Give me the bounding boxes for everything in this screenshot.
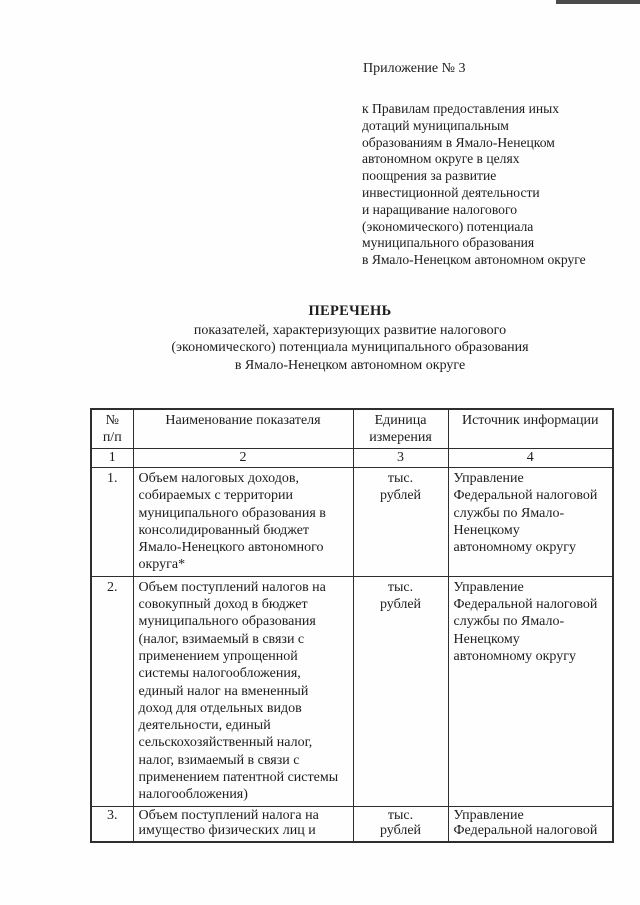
column-number: 4 <box>447 448 614 468</box>
scan-artifact-mark <box>556 0 640 4</box>
indicator-cell: Объем налоговых доходов, собираемых с те… <box>132 467 354 577</box>
column-number-row: 1 2 3 4 <box>90 448 614 468</box>
indicators-table: № п/п Наименование показателя Единица из… <box>90 408 614 843</box>
appendix-paragraph: к Правилам предоставления иных дотаций м… <box>362 101 586 268</box>
indicator-cell: Объем поступлений налога на имущество фи… <box>132 805 354 843</box>
table-row: 1. Объем налоговых доходов, собираемых с… <box>90 467 614 577</box>
row-number-cell: 1. <box>90 467 134 577</box>
unit-cell: тыс. рублей <box>352 575 449 807</box>
header-cell-num: № п/п <box>90 408 134 449</box>
appendix-label: Приложение № 3 <box>363 61 466 76</box>
document-title-block: ПЕРЕЧЕНЬ показателей, характеризующих ра… <box>88 303 612 374</box>
unit-cell: тыс. рублей <box>352 805 449 843</box>
column-number: 3 <box>352 448 449 468</box>
table-row: 2. Объем поступлений налогов на совокупн… <box>90 575 614 807</box>
row-number-cell: 2. <box>90 575 134 807</box>
table-header-row: № п/п Наименование показателя Единица из… <box>90 408 614 449</box>
header-cell-unit: Единица измерения <box>352 408 449 449</box>
source-cell: Управление Федеральной налоговой <box>447 805 614 843</box>
row-number-cell: 3. <box>90 805 134 843</box>
header-cell-indicator: Наименование показателя <box>132 408 354 449</box>
header-cell-source: Источник информации <box>447 408 614 449</box>
source-cell: Управление Федеральной налоговой службы … <box>447 467 614 577</box>
document-title: ПЕРЕЧЕНЬ <box>308 303 392 319</box>
source-cell: Управление Федеральной налоговой службы … <box>447 575 614 807</box>
document-subtitle: показателей, характеризующих развитие на… <box>171 322 529 373</box>
column-number: 2 <box>132 448 354 468</box>
unit-cell: тыс. рублей <box>352 467 449 577</box>
indicator-cell: Объем поступлений налогов на совокупный … <box>132 575 354 807</box>
column-number: 1 <box>90 448 134 468</box>
table-row-truncated: 3. Объем поступлений налога на имущество… <box>90 805 614 843</box>
